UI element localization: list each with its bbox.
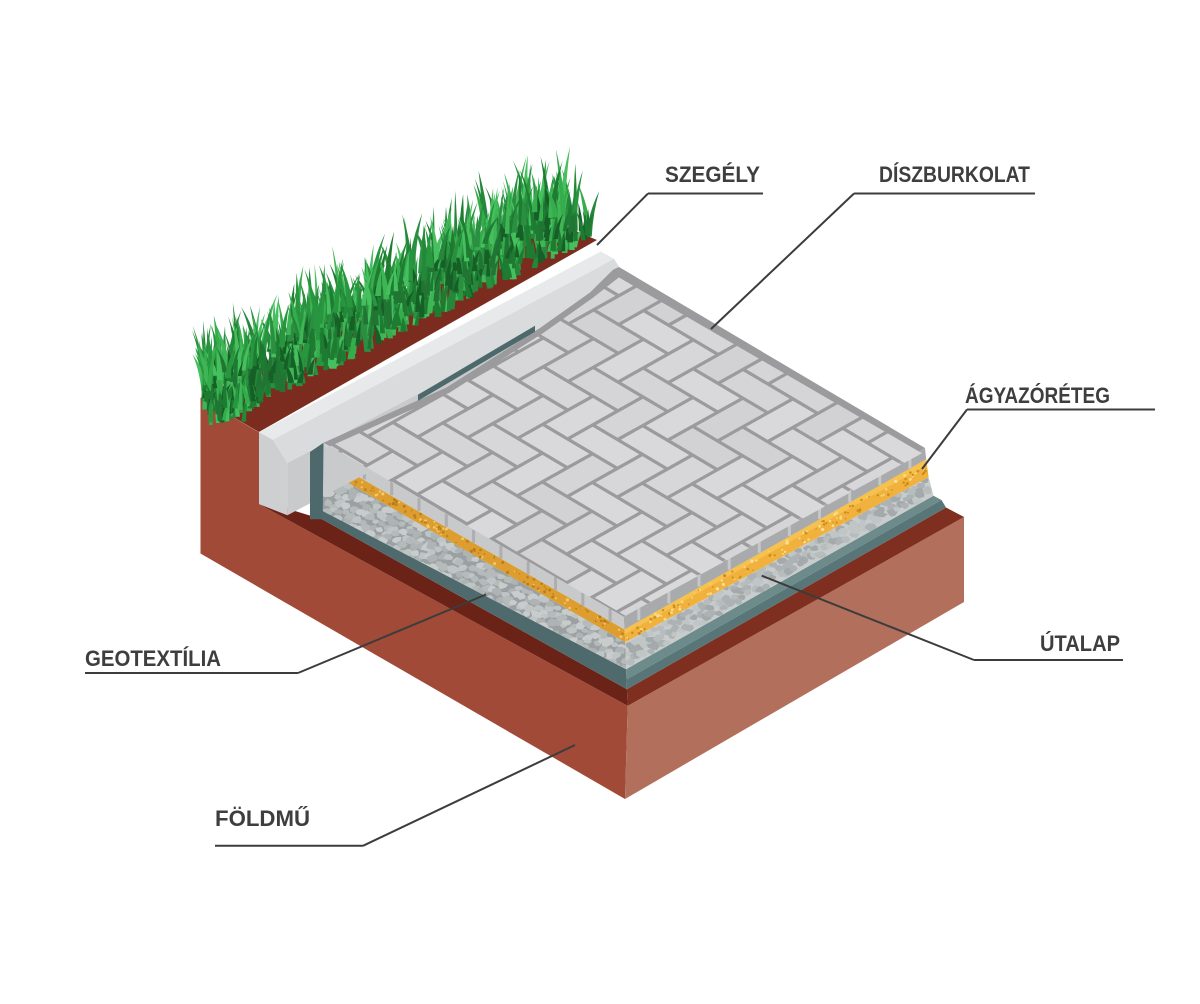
svg-text:GEOTEXTÍLIA: GEOTEXTÍLIA: [85, 646, 221, 671]
svg-text:ÁGYAZÓRÉTEG: ÁGYAZÓRÉTEG: [965, 383, 1110, 408]
svg-text:ÚTALAP: ÚTALAP: [1040, 631, 1120, 656]
svg-text:DÍSZBURKOLAT: DÍSZBURKOLAT: [879, 162, 1030, 187]
svg-text:FÖLDMŰ: FÖLDMŰ: [215, 806, 310, 831]
svg-text:SZEGÉLY: SZEGÉLY: [665, 162, 760, 187]
